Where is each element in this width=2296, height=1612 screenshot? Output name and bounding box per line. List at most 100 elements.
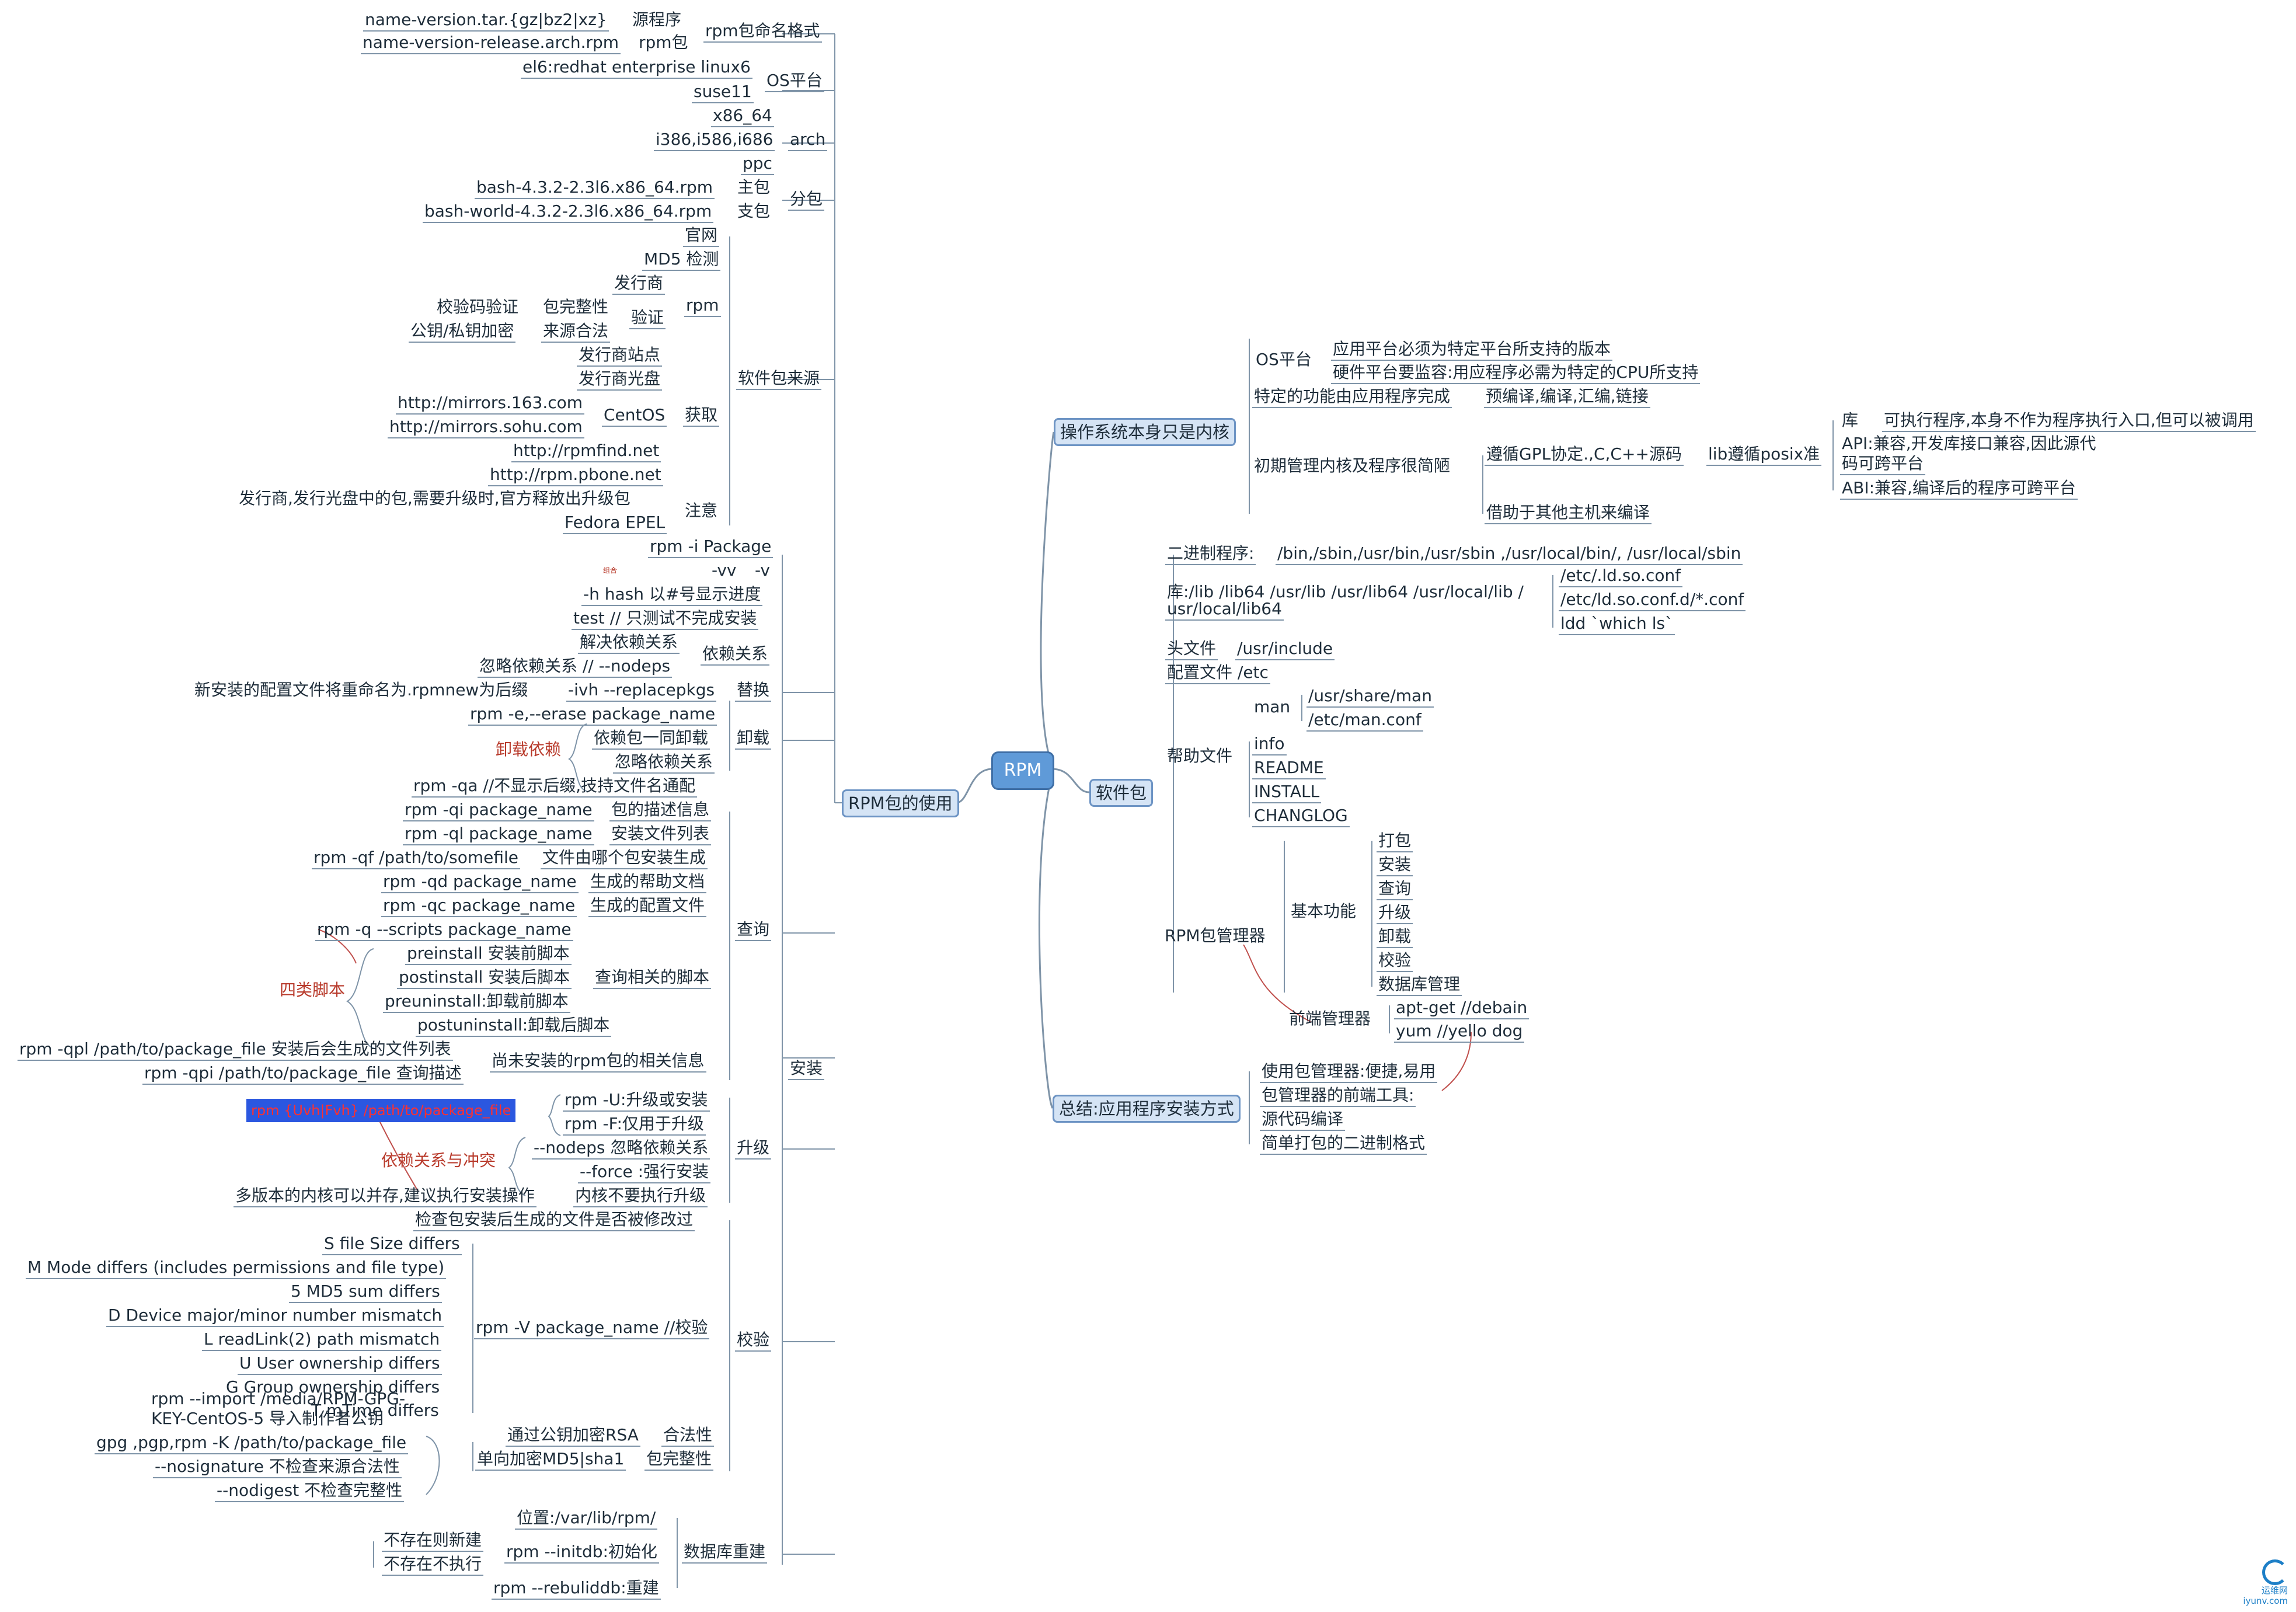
node[interactable]: apt-get //debain: [1394, 997, 1529, 1019]
node[interactable]: rpm --initdb:初始化: [504, 1541, 659, 1564]
node[interactable]: 校验: [735, 1329, 772, 1352]
node[interactable]: KEY-CentOS-5 导入制作者公钥: [151, 1409, 384, 1428]
node[interactable]: 升级: [735, 1137, 772, 1160]
node[interactable]: postinstall 安装后脚本: [397, 967, 572, 989]
node[interactable]: 分包: [788, 189, 825, 211]
node[interactable]: name-version-release.arch.rpm: [361, 32, 621, 54]
node[interactable]: info: [1252, 733, 1287, 755]
node[interactable]: /etc/ld.so.conf.d/*.conf: [1559, 589, 1746, 611]
node[interactable]: rpm --import /media/RPM-GPG-: [151, 1389, 406, 1408]
node[interactable]: 忽略依赖关系: [613, 751, 715, 774]
node[interactable]: 公钥/私钥加密: [409, 321, 516, 343]
node[interactable]: Fedora EPEL: [563, 512, 667, 534]
node[interactable]: 注意: [685, 501, 718, 520]
node[interactable]: 包完整性: [644, 1449, 714, 1471]
node[interactable]: usr/local/lib64: [1165, 598, 1284, 621]
node[interactable]: 单向加密MD5|sha1: [475, 1449, 626, 1471]
node[interactable]: 特定的功能由应用程序完成: [1252, 386, 1452, 408]
node[interactable]: U User ownership differs: [238, 1353, 442, 1375]
node[interactable]: name-version.tar.{gz|bz2|xz}: [363, 9, 609, 32]
node[interactable]: bash-world-4.3.2-2.3l6.x86_64.rpm: [423, 201, 714, 223]
node[interactable]: 发行商,发行光盘中的包,需要升级时,官方释放出升级包: [239, 489, 630, 508]
node[interactable]: ldd `which ls`: [1559, 613, 1675, 635]
node[interactable]: rpm -q --scripts package_name: [315, 919, 573, 941]
node[interactable]: 来源合法: [541, 321, 611, 343]
node[interactable]: API:兼容,开发库接口兼容,因此源代: [1842, 434, 2096, 453]
node[interactable]: rpm包命名格式: [703, 20, 822, 43]
node[interactable]: 合法性: [661, 1425, 715, 1447]
node[interactable]: /usr/share/man: [1306, 685, 1434, 708]
node[interactable]: 验证: [629, 307, 666, 329]
node[interactable]: -vv: [712, 560, 737, 580]
node[interactable]: /bin,/sbin,/usr/bin,/usr/sbin ,/usr/loca…: [1276, 543, 1743, 565]
node[interactable]: 发行商: [612, 273, 666, 295]
node[interactable]: RPM包管理器: [1165, 926, 1266, 945]
node[interactable]: rpm -qc package_name: [381, 895, 577, 917]
node[interactable]: 二进制程序:: [1165, 543, 1256, 565]
node[interactable]: 库: [1842, 410, 1859, 430]
node[interactable]: 忽略依赖关系 // --nodeps: [478, 656, 673, 678]
node[interactable]: 查询: [1377, 878, 1413, 900]
node[interactable]: -v: [755, 560, 770, 580]
node[interactable]: preinstall 安装前脚本: [405, 943, 572, 965]
node[interactable]: preuninstall:卸载前脚本: [383, 991, 570, 1013]
node[interactable]: lib遵循posix准: [1706, 444, 1822, 466]
node[interactable]: 不存在则新建: [382, 1530, 484, 1552]
node[interactable]: M Mode differs (includes permissions and…: [26, 1257, 447, 1279]
node[interactable]: 借助于其他主机来编译: [1485, 502, 1652, 524]
node-software-package[interactable]: 软件包: [1089, 779, 1154, 807]
node[interactable]: el6:redhat enterprise linux6: [521, 57, 752, 79]
node[interactable]: x86_64: [711, 105, 774, 127]
node[interactable]: rpm: [684, 295, 721, 317]
node-os-kernel[interactable]: 操作系统本身只是内核: [1054, 418, 1236, 446]
node[interactable]: rpm -qa //不显示后缀,技持文件名通配: [412, 775, 698, 798]
node[interactable]: 包的描述信息: [609, 799, 712, 821]
node[interactable]: 初期管理内核及程序很简陋: [1254, 456, 1451, 475]
node[interactable]: 硬件平台要监容:用应程序必需为特定的CPU所支持: [1331, 362, 1701, 384]
node[interactable]: CHANGLOG: [1252, 805, 1350, 827]
node[interactable]: OS平台: [1256, 350, 1312, 369]
node[interactable]: gpg ,pgp,rpm -K /path/to/package_file: [95, 1432, 409, 1454]
node[interactable]: 生成的配置文件: [588, 895, 707, 917]
node[interactable]: 前端管理器: [1289, 1009, 1371, 1028]
node[interactable]: 源代码编译: [1260, 1109, 1346, 1131]
node[interactable]: 获取: [683, 405, 720, 427]
node[interactable]: 支包: [737, 201, 771, 221]
node[interactable]: rpm -qf /path/to/somefile: [312, 847, 521, 869]
node[interactable]: -h hash 以#号显示进度: [581, 584, 763, 606]
node[interactable]: 卸载: [1377, 926, 1413, 948]
node[interactable]: 新安装的配置文件将重命名为.rpmnew为后缀: [194, 680, 528, 699]
node[interactable]: rpm -e,--erase package_name: [468, 704, 717, 726]
node[interactable]: 检查包安装后生成的文件是否被修改过: [413, 1209, 695, 1231]
node[interactable]: S file Size differs: [322, 1233, 462, 1255]
node[interactable]: rpm -qi package_name: [403, 799, 594, 821]
node[interactable]: 数据库管理: [1377, 974, 1462, 996]
node[interactable]: rpm -F:仅用于升级: [563, 1113, 706, 1136]
node[interactable]: rpm -i Package: [648, 536, 774, 558]
node[interactable]: http://mirrors.sohu.com: [388, 416, 584, 438]
node[interactable]: i386,i586,i686: [654, 129, 775, 151]
node[interactable]: 解决依赖关系: [578, 632, 680, 654]
node[interactable]: 5 MD5 sum differs: [289, 1281, 442, 1303]
node[interactable]: 数据库重建: [682, 1541, 768, 1564]
node[interactable]: --force :强行安装: [578, 1161, 711, 1183]
node[interactable]: rpm -U:升级或安装: [563, 1089, 710, 1112]
node[interactable]: 预编译,编译,汇编,链接: [1484, 386, 1650, 408]
node[interactable]: 遵循GPL协定.,C,C++源码: [1485, 444, 1684, 466]
node[interactable]: 生成的帮助文档: [588, 871, 707, 893]
node[interactable]: /etc/man.conf: [1306, 709, 1423, 732]
node[interactable]: 码可跨平台: [1840, 453, 1926, 475]
node[interactable]: 多版本的内核可以并存,建议执行安装操作: [234, 1185, 536, 1207]
node[interactable]: 使用包管理器:便捷,易用: [1260, 1061, 1438, 1083]
node[interactable]: http://rpmfind.net: [511, 440, 661, 462]
node[interactable]: 打包: [1377, 830, 1413, 852]
node[interactable]: 软件包来源: [736, 368, 822, 390]
node[interactable]: rpm -qd package_name: [381, 871, 579, 893]
node[interactable]: 查询相关的脚本: [593, 967, 712, 989]
node[interactable]: 应用平台必须为特定平台所支持的版本: [1331, 339, 1613, 361]
node[interactable]: 主包: [737, 177, 771, 197]
node[interactable]: 安装: [1377, 854, 1413, 876]
node[interactable]: 尚未安装的rpm包的相关信息: [490, 1050, 706, 1073]
node-summary[interactable]: 总结:应用程序安装方式: [1053, 1095, 1241, 1123]
node[interactable]: 库:/lib /lib64 /usr/lib /usr/lib64 /usr/l…: [1167, 582, 1524, 601]
